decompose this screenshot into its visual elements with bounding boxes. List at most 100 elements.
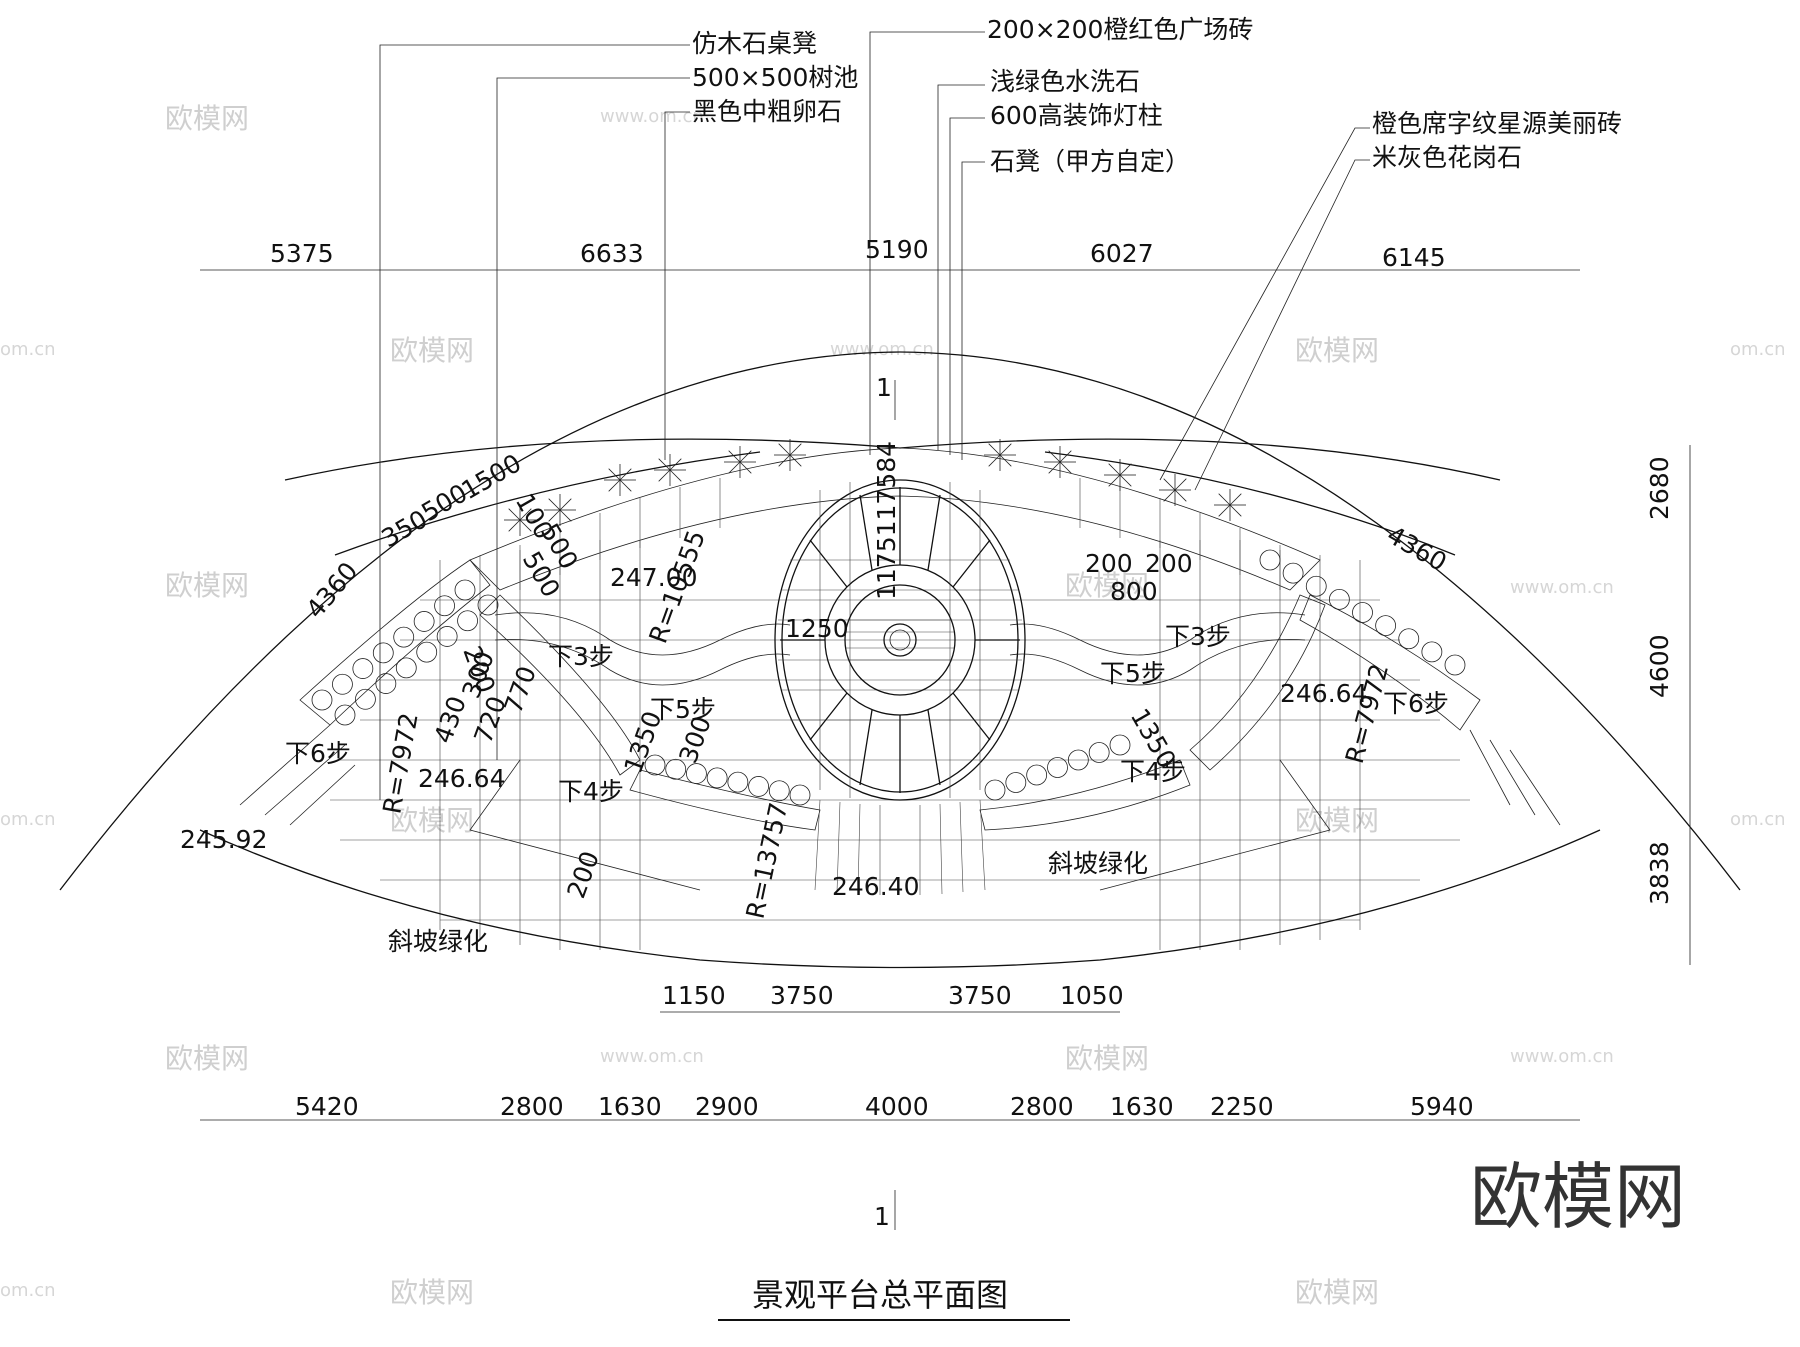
plan-title: 景观平台总平面图: [752, 1276, 1008, 1314]
tree-pool-circle: [416, 641, 438, 663]
elev-246-40: 246.40: [832, 872, 919, 901]
tree-pool-circle: [332, 673, 353, 695]
plan-annotations: 4360 4360 350 500 1500 100 500 500 247.0…: [180, 441, 1452, 956]
dim-bottom-1: 5420: [295, 1092, 359, 1121]
tree-pool-circle: [395, 657, 417, 679]
tree-pool-circle: [477, 594, 499, 616]
tree-pool-circle: [352, 658, 374, 679]
tree-pool-circle: [1421, 641, 1443, 663]
top-dimensions: 5375 6633 5190 6027 6145: [270, 235, 1446, 272]
tree-pool-circle: [1444, 654, 1466, 676]
tree-pool-circle: [334, 704, 356, 726]
section-marks: 1 1: [874, 373, 892, 1231]
label-orange-brick: 橙色席字纹星源美丽砖: [1372, 109, 1622, 138]
dim-bottom-9: 5940: [1410, 1092, 1474, 1121]
watermark-url: www.om.cn: [1510, 1046, 1614, 1067]
watermark-url-partial: om.cn: [0, 809, 56, 830]
watermark-brand: 欧模网: [1065, 1042, 1149, 1075]
tree-pool-circle: [1282, 562, 1304, 584]
dim-bottom-2: 2800: [500, 1092, 564, 1121]
dim-bottom-6: 2800: [1010, 1092, 1074, 1121]
watermark-brand: 欧模网: [390, 804, 474, 837]
dim-430: 430: [428, 692, 472, 747]
dim-200-a: 200: [1085, 549, 1133, 578]
dim-bottom-7: 1630: [1110, 1092, 1174, 1121]
tree-pool-circle: [454, 579, 476, 601]
tree-pool-circle: [1026, 764, 1048, 786]
watermark-brand: 欧模网: [1295, 334, 1379, 367]
central-ellipse: [774, 479, 1026, 801]
shrub-symbol: [1044, 446, 1076, 478]
dim-top-2: 6633: [580, 239, 644, 268]
watermark-brand: 欧模网: [390, 1276, 474, 1309]
label-black-pebble: 黑色中粗卵石: [692, 97, 842, 126]
dim-bottom-5: 4000: [865, 1092, 929, 1121]
tree-pool-circle: [393, 626, 415, 648]
steps-down-4-left: 下4步: [558, 777, 624, 806]
dim-mid-4: 1050: [1060, 981, 1124, 1010]
brand-logo-text: 欧模网: [1470, 1155, 1686, 1239]
dim-left-span: 4360: [300, 556, 363, 623]
section-mark-top: 1: [876, 373, 892, 402]
label-stone-bench: 石凳（甲方自定）: [990, 147, 1190, 176]
shrub-symbol: [604, 464, 636, 496]
tree-pool-circle: [1005, 772, 1027, 793]
tree-pool-circle: [434, 595, 455, 617]
label-wood-stone-table: 仿木石桌凳: [692, 29, 817, 58]
dim-bottom-3: 1630: [598, 1092, 662, 1121]
dim-mid-3: 3750: [948, 981, 1012, 1010]
dim-800: 800: [1110, 577, 1158, 606]
tree-pool-circle: [727, 771, 749, 793]
dim-right-1: 2680: [1645, 456, 1674, 520]
tree-pool-circle: [1328, 588, 1350, 610]
dim-right-3: 3838: [1645, 841, 1674, 905]
tree-pool-circle: [984, 779, 1006, 801]
watermark-url: www.om.cn: [1510, 577, 1614, 598]
shrub-symbol: [1159, 474, 1191, 506]
watermark-url-partial: om.cn: [0, 339, 56, 360]
tree-pool-circle: [311, 689, 333, 711]
watermark-url: www.om.cn: [830, 339, 934, 360]
dim-mid-2: 3750: [770, 981, 834, 1010]
tree-pool-circle: [436, 626, 458, 647]
slope-green-left: 斜坡绿化: [388, 927, 488, 956]
watermark-brand: 欧模网: [390, 334, 474, 367]
tree-pool-circle: [768, 780, 790, 802]
watermark-brand: 欧模网: [165, 569, 249, 602]
label-plaza-brick: 200×200橙红色广场砖: [987, 15, 1253, 44]
shrub-symbol: [544, 494, 576, 526]
watermark-brand: 欧模网: [1295, 804, 1379, 837]
tree-pool-circle: [686, 763, 707, 784]
drawing-title: 景观平台总平面图: [718, 1276, 1070, 1321]
dim-right-2: 4600: [1645, 634, 1674, 698]
watermark-url: www.om.cn: [600, 1046, 704, 1067]
radius-13757: R=13757: [741, 800, 794, 921]
tree-pool-circle: [457, 610, 478, 632]
label-green-washed-stone: 浅绿色水洗石: [990, 67, 1140, 96]
steps-down-6-right: 下6步: [1383, 689, 1449, 718]
watermark-url-partial: om.cn: [0, 1280, 56, 1301]
shrub-symbol: [504, 504, 536, 536]
steps-down-5-left: 下5步: [650, 695, 716, 724]
watermark-brand: 欧模网: [1065, 569, 1149, 602]
shrub-symbol: [654, 454, 686, 486]
elev-245-92: 245.92: [180, 825, 267, 854]
watermark-url-partial: om.cn: [1730, 809, 1786, 830]
elev-246-64-left: 246.64: [418, 764, 505, 793]
watermark-brand: 欧模网: [1295, 1276, 1379, 1309]
dim-1250: 1250: [785, 614, 849, 643]
section-mark-bottom: 1: [874, 1202, 890, 1231]
label-lamp-post: 600高装饰灯柱: [990, 101, 1163, 130]
dim-top-1: 5375: [270, 239, 334, 268]
steps-down-3-right: 下3步: [1165, 622, 1231, 651]
steps-down-3-left: 下3步: [548, 642, 614, 671]
watermark-url: www.om.cn: [600, 106, 704, 127]
dim-770: 770: [498, 662, 542, 717]
steps-down-4-right: 下4步: [1120, 757, 1186, 786]
tree-pool-circle: [1088, 742, 1110, 763]
dim-top-4: 6027: [1090, 239, 1154, 268]
label-granite: 米灰色花岗石: [1372, 143, 1522, 172]
elev-246-64-right: 246.64: [1280, 679, 1367, 708]
watermark-brand: 欧模网: [165, 1042, 249, 1075]
